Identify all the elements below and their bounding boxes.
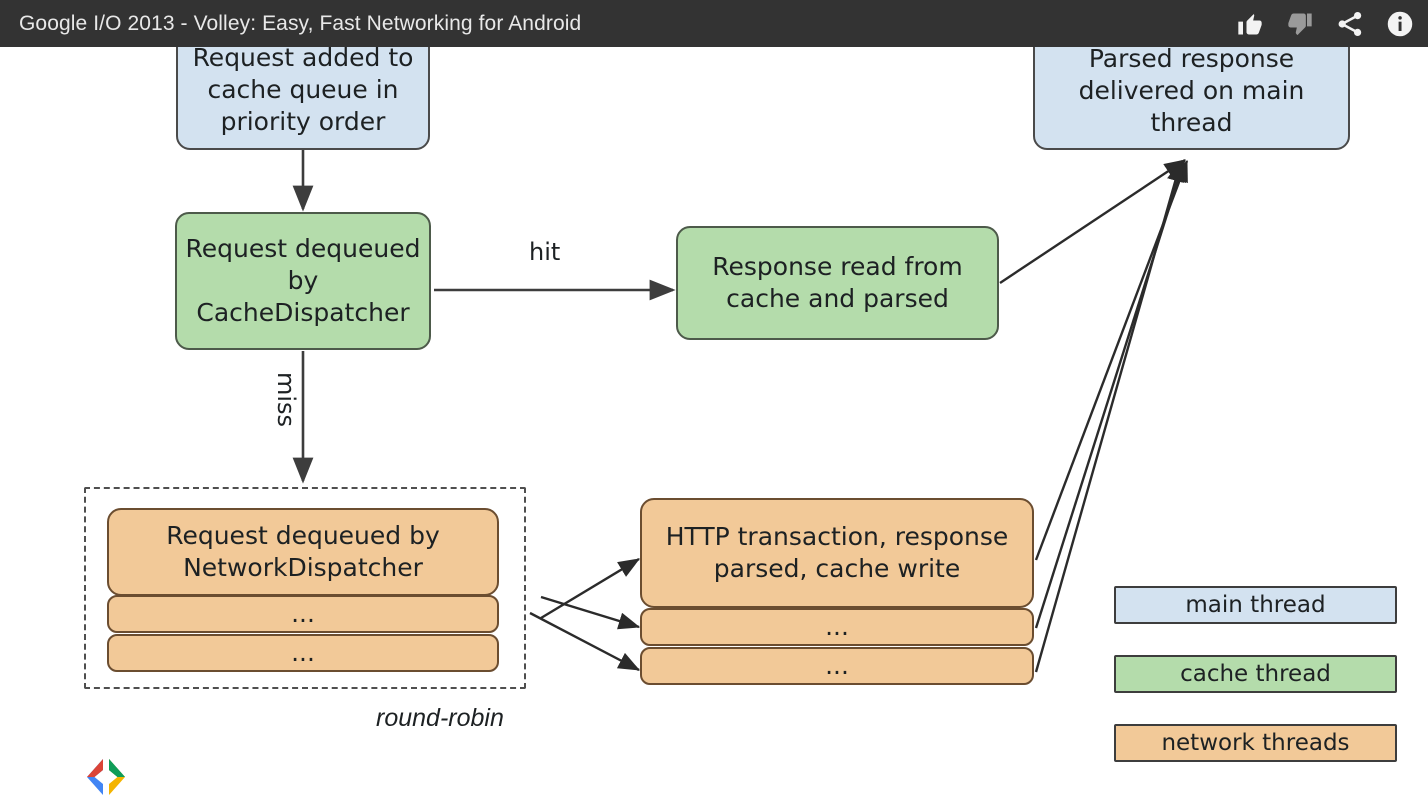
edge-rr-1 [540, 557, 641, 620]
node-network-dispatcher[interactable]: Request dequeued by NetworkDispatcher [107, 508, 499, 596]
node-http-more-1-label: ... [825, 612, 849, 641]
node-cache-read-label: Response read from cache and parsed [712, 252, 963, 313]
google-developers-logo [87, 759, 125, 795]
node-parsed-delivered[interactable]: Parsed response delivered on main thread [1033, 32, 1350, 150]
legend: main thread cache thread network threads [1114, 586, 1397, 793]
share-icon[interactable] [1336, 10, 1364, 38]
edge-cacheread-to-main [999, 159, 1186, 284]
legend-item-main-thread-label: main thread [1185, 592, 1326, 618]
node-cache-dispatcher[interactable]: Request dequeued by CacheDispatcher [175, 212, 431, 350]
round-robin-group-box [84, 487, 526, 689]
thumbs-up-icon[interactable] [1236, 10, 1264, 38]
video-title-bar: Google I/O 2013 - Volley: Easy, Fast Net… [0, 0, 1428, 47]
edge-label-miss: miss [272, 372, 300, 428]
node-http-more-2-label: ... [825, 651, 849, 680]
node-network-more-1[interactable]: ... [107, 595, 499, 633]
node-parsed-delivered-label: Parsed response delivered on main thread [1078, 44, 1305, 137]
node-http-more-2[interactable]: ... [640, 647, 1034, 685]
node-network-more-2-label: ... [291, 638, 315, 667]
edge-http3-to-main [1034, 159, 1184, 673]
node-http-transaction[interactable]: HTTP transaction, response parsed, cache… [640, 498, 1034, 608]
node-network-more-2[interactable]: ... [107, 634, 499, 672]
node-http-transaction-label: HTTP transaction, response parsed, cache… [665, 522, 1009, 583]
legend-item-main-thread: main thread [1114, 586, 1397, 624]
thumbs-down-icon[interactable] [1286, 10, 1314, 38]
edge-rr-3 [529, 611, 641, 672]
legend-item-cache-thread-label: cache thread [1180, 661, 1331, 687]
page-title: Google I/O 2013 - Volley: Easy, Fast Net… [19, 11, 582, 35]
legend-item-network-threads: network threads [1114, 724, 1397, 762]
title-bar-actions [1236, 0, 1414, 47]
legend-item-cache-thread: cache thread [1114, 655, 1397, 693]
node-cache-read[interactable]: Response read from cache and parsed [676, 226, 999, 340]
info-icon[interactable] [1386, 10, 1414, 38]
node-network-dispatcher-label: Request dequeued by NetworkDispatcher [166, 521, 440, 582]
node-cache-queue[interactable]: Request added to cache queue in priority… [176, 30, 430, 150]
node-cache-queue-label: Request added to cache queue in priority… [192, 43, 414, 136]
node-http-more-1[interactable]: ... [640, 608, 1034, 646]
edge-label-hit: hit [529, 238, 561, 266]
node-network-more-1-label: ... [291, 599, 315, 628]
round-robin-label: round-robin [376, 704, 504, 732]
node-cache-dispatcher-label: Request dequeued by CacheDispatcher [185, 234, 421, 327]
legend-item-network-threads-label: network threads [1161, 730, 1350, 756]
edge-rr-2 [540, 595, 641, 630]
